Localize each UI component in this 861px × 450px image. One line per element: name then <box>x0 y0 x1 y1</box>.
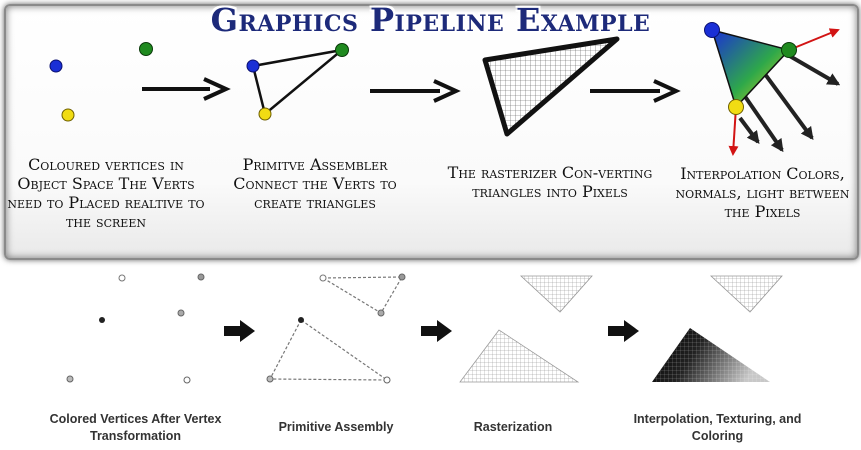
vertex-dot <box>118 274 126 282</box>
vertex-green <box>781 42 797 58</box>
arrow-right-icon <box>590 79 681 103</box>
vertex-blue <box>704 22 720 38</box>
bottom-stage1-caption: Colored Vertices After Vertex Transforma… <box>49 412 222 443</box>
vertex-dot <box>398 273 406 281</box>
vertex-yellow <box>728 99 744 115</box>
normal-arrow <box>788 28 840 51</box>
bottom-stage4-interpolated <box>652 275 783 382</box>
vertex-yellow <box>61 108 75 122</box>
stage1-vertices <box>49 42 153 122</box>
bottom-diagram <box>66 273 783 384</box>
stage4-caption: Interpolation Colors, normals, light bet… <box>675 164 850 221</box>
stage3-raster-triangle <box>482 36 620 137</box>
stage4-interpolated-triangle <box>704 22 841 156</box>
bottom-stage4-caption: Interpolation, Texturing, and Coloring <box>633 412 802 443</box>
stage3-caption: The rasterizer Con-verting triangles int… <box>447 163 653 201</box>
vertex-dot <box>298 317 304 323</box>
vertex-yellow <box>258 107 272 121</box>
vertex-green <box>335 43 349 57</box>
vertex-dot <box>99 317 105 323</box>
vertex-blue <box>49 59 63 73</box>
bottom-stage2-triangles <box>266 273 406 384</box>
arrow-right-icon <box>608 320 639 342</box>
page-title: Graphics Pipeline Example <box>210 1 651 39</box>
arrow-right-icon <box>370 79 461 103</box>
bottom-stage1-vertices <box>66 273 205 384</box>
stage1-caption: Coloured vertices in Object Space The Ve… <box>7 155 205 231</box>
vertex-green <box>139 42 153 56</box>
vertex-dot <box>197 273 205 281</box>
bottom-stage3-caption: Rasterization <box>473 420 553 434</box>
light-ray <box>760 68 814 141</box>
light-ray <box>742 93 784 153</box>
vertex-dot <box>266 375 274 383</box>
stage2-triangle <box>246 43 349 121</box>
vertex-dot <box>383 376 391 384</box>
vertex-dot <box>66 375 74 383</box>
bottom-stage2-caption: Primitive Assembly <box>278 420 394 434</box>
light-ray <box>786 53 841 86</box>
top-diagram <box>49 22 841 156</box>
light-ray <box>738 116 760 145</box>
vertex-dot <box>183 376 191 384</box>
bottom-stage3-raster <box>459 275 593 383</box>
stage2-caption: Primitve Assembler Connect the Verts to … <box>233 155 397 212</box>
vertex-blue <box>246 59 260 73</box>
vertex-dot <box>377 309 385 317</box>
vertex-dot <box>177 309 185 317</box>
vertex-dot <box>319 274 327 282</box>
arrow-right-icon <box>421 320 452 342</box>
arrow-right-icon <box>224 320 255 342</box>
arrow-right-icon <box>142 77 231 101</box>
